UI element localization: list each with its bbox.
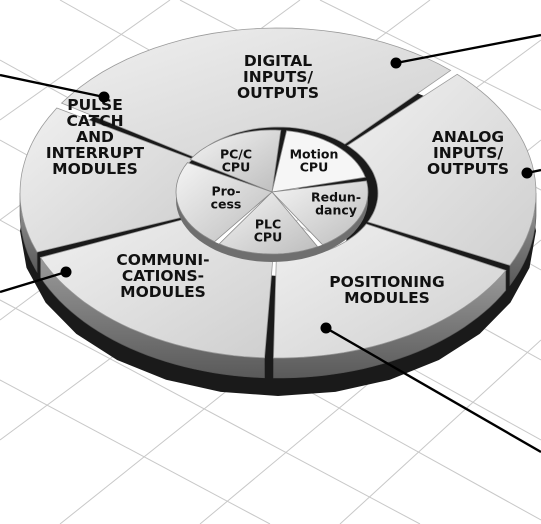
core-label-redundancy: Redun-dancy [311, 190, 361, 218]
core-label-line: CPU [300, 160, 329, 175]
core-segment-pcc [189, 129, 282, 193]
leader-positioning [325, 326, 541, 454]
segment-tops [19, 27, 537, 359]
leader-dot-pulse [98, 91, 110, 103]
segment-label-line: CATCH [66, 112, 123, 130]
segment-label-line: INPUTS/ [433, 144, 503, 162]
core-label-process: Pro-cess [211, 184, 242, 212]
core-label-line: CPU [254, 230, 283, 245]
core-label-line: dancy [315, 203, 357, 218]
core-hub [175, 129, 369, 262]
segment-label-communications: COMMUNI-CATIONS-MODULES [116, 251, 209, 301]
leader-dot-positioning [320, 322, 332, 334]
segment-label-line: OUTPUTS [427, 160, 509, 178]
segment-digital [60, 27, 452, 158]
core-segment-redundancy [271, 180, 369, 246]
leader-lines [0, 33, 541, 454]
core-label-line: cess [211, 197, 242, 212]
core-label-line: Motion [290, 147, 339, 162]
segment-label-line: DIGITAL [244, 52, 312, 70]
segment-label-line: MODULES [52, 160, 138, 178]
core-label-line: Redun- [311, 190, 361, 205]
core-segment-motion [271, 130, 366, 193]
segment-sides [19, 193, 537, 379]
segment-label-line: MODULES [344, 289, 430, 307]
core-label-line: CPU [222, 160, 251, 175]
core-segment-plc [218, 191, 319, 255]
segment-label-line: OUTPUTS [237, 84, 319, 102]
segment-label-line: INTERRUPT [46, 144, 145, 162]
leader-dot-digital [390, 57, 402, 69]
core-label-line: PLC [255, 217, 281, 232]
segment-label-line: PULSE [67, 96, 123, 114]
segment-label-line: POSITIONING [329, 273, 444, 291]
segment-label-line: ANALOG [432, 128, 504, 146]
segment-analog [346, 73, 537, 266]
segment-label-line: INPUTS/ [243, 68, 313, 86]
leader-pulse [0, 73, 105, 99]
segment-label-line: COMMUNI- [116, 251, 209, 269]
segment-label-line: AND [76, 128, 114, 146]
leader-digital [395, 33, 541, 65]
segment-label-line: MODULES [120, 283, 206, 301]
leader-dot-communications [60, 266, 72, 278]
segment-label-line: CATIONS- [122, 267, 204, 285]
core-label-line: Pro- [211, 184, 240, 199]
core-label-line: PC/C [220, 147, 252, 162]
leader-endpoints [60, 57, 533, 334]
core-segment-process [175, 162, 273, 243]
leader-dot-analog [521, 167, 533, 179]
leader-communications [0, 270, 67, 294]
